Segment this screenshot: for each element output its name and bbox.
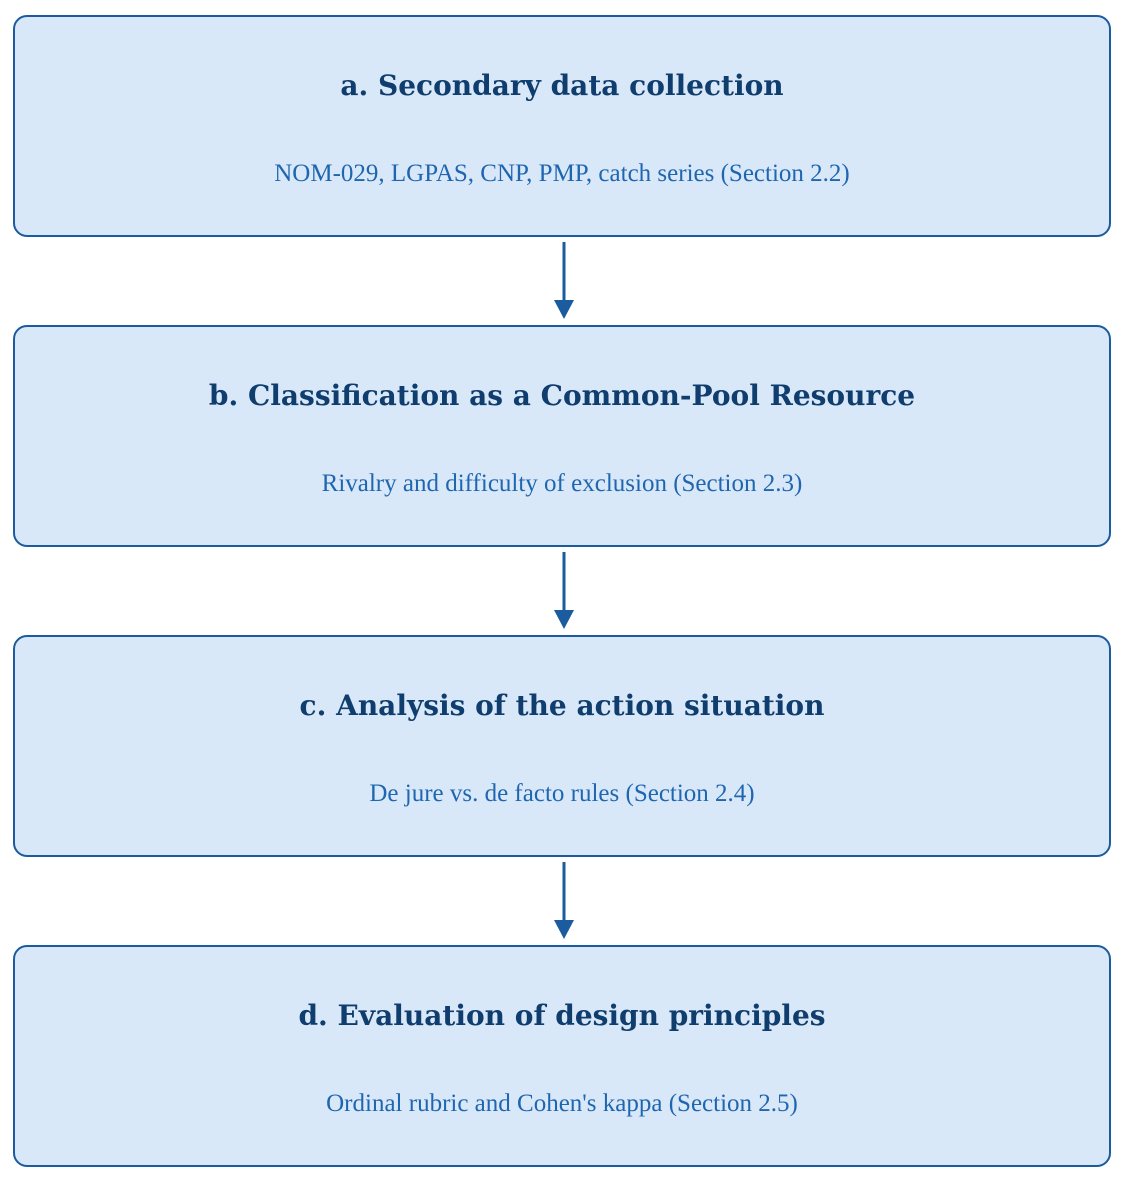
step-box-a: a. Secondary data collection NOM-029, LG… xyxy=(13,15,1111,237)
step-subtitle-a: NOM-029, LGPAS, CNP, PMP, catch series (… xyxy=(274,160,850,187)
step-title-a: a. Secondary data collection xyxy=(340,69,784,102)
step-subtitle-d: Ordinal rubric and Cohen's kappa (Sectio… xyxy=(326,1090,798,1117)
step-title-c: c. Analysis of the action situation xyxy=(299,689,825,722)
arrow-a-to-b xyxy=(554,242,574,319)
arrow-c-to-d xyxy=(554,862,574,939)
step-box-d: d. Evaluation of design principles Ordin… xyxy=(13,945,1111,1167)
step-title-b: b. Classification as a Common-Pool Resou… xyxy=(208,379,916,412)
step-subtitle-b: Rivalry and difficulty of exclusion (Sec… xyxy=(321,470,803,497)
arrow-b-to-c xyxy=(554,552,574,629)
step-box-b: b. Classification as a Common-Pool Resou… xyxy=(13,325,1111,547)
step-box-c: c. Analysis of the action situation De j… xyxy=(13,635,1111,857)
step-title-d: d. Evaluation of design principles xyxy=(298,999,826,1032)
step-subtitle-c: De jure vs. de facto rules (Section 2.4) xyxy=(369,780,755,807)
